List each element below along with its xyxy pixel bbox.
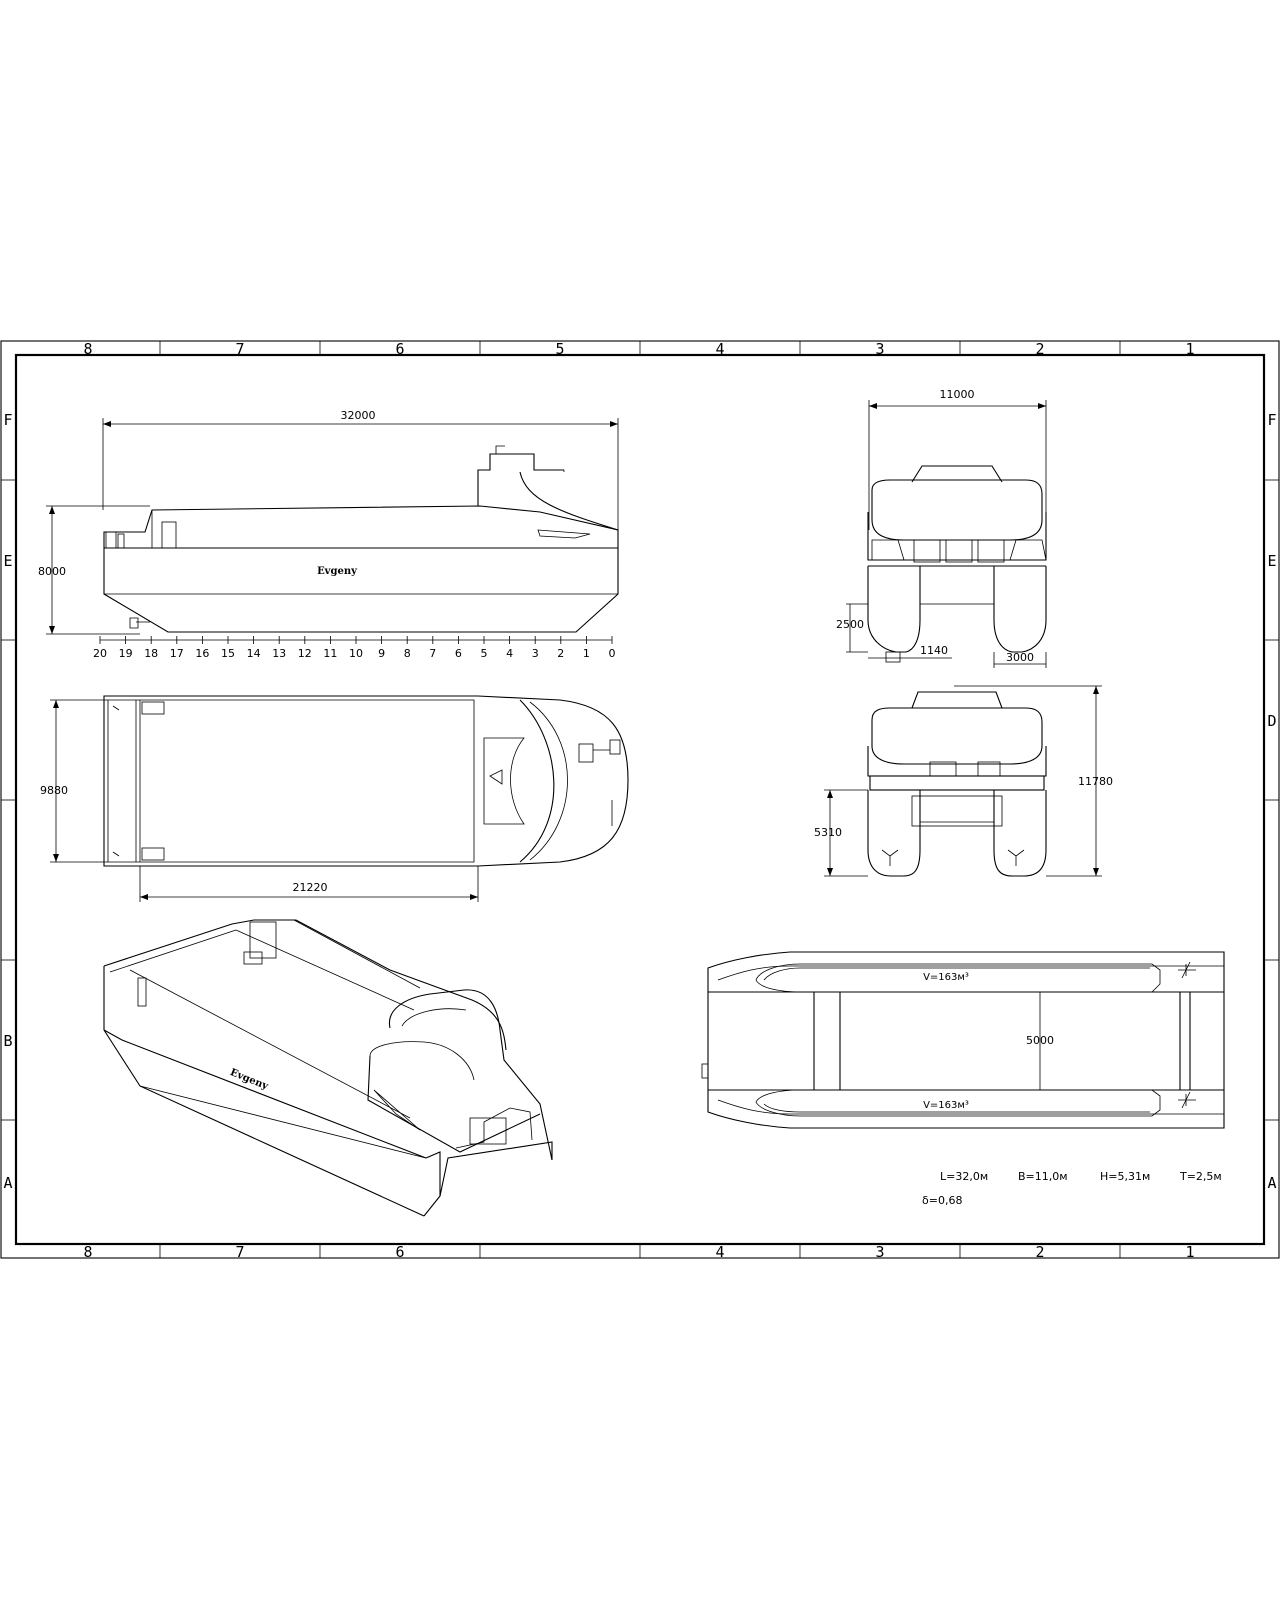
frame-number: 11	[323, 647, 337, 660]
zone-ticks	[1, 341, 1279, 1258]
zone-col-top: 8	[83, 340, 92, 358]
frame-number: 15	[221, 647, 235, 660]
zone-col-bottom: 8	[83, 1243, 92, 1261]
zone-col-top: 5	[555, 340, 564, 358]
zone-col-top: 4	[715, 340, 724, 358]
zone-col-top: 1	[1185, 340, 1194, 358]
frame-number: 20	[93, 647, 107, 660]
zone-row-left: F	[3, 411, 12, 429]
aft-view: 11780 5310	[814, 685, 1113, 877]
frame-number: 13	[272, 647, 286, 660]
zone-col-top: 2	[1035, 340, 1044, 358]
frame-number: 10	[349, 647, 363, 660]
frame-number: 7	[429, 647, 436, 660]
aft-total-height-dim: 11780	[1078, 775, 1113, 788]
frame-number: 18	[144, 647, 158, 660]
zone-row-left: A	[3, 1174, 12, 1192]
frame-number: 19	[119, 647, 133, 660]
spec-length: L=32,0м	[940, 1170, 988, 1183]
volume-bottom-label: V=163м³	[923, 1100, 969, 1111]
frame-number: 8	[404, 647, 411, 660]
front-view: 11000 2500 1140 3000	[836, 388, 1047, 668]
outer-frame	[0, 340, 1280, 1259]
zone-col-top: 7	[235, 340, 244, 358]
volume-top-label: V=163м³	[923, 972, 969, 983]
spec-draft: T=2,5м	[1179, 1170, 1222, 1183]
inner-frame	[14, 353, 1266, 1246]
frame-number: 9	[378, 647, 385, 660]
spec-beam: B=11,0м	[1018, 1170, 1068, 1183]
zone-col-top: 6	[395, 340, 404, 358]
zone-row-right: D	[1267, 712, 1276, 730]
frame-number: 12	[298, 647, 312, 660]
zone-col-bottom: 3	[875, 1243, 884, 1261]
zone-row-left: E	[3, 552, 12, 570]
front-hull-width-dim: 3000	[1006, 651, 1034, 664]
zone-col-bottom: 1	[1185, 1243, 1194, 1261]
spec-depth: H=5,31м	[1100, 1170, 1150, 1183]
frame-number: 17	[170, 647, 184, 660]
frame-number: 6	[455, 647, 462, 660]
side-vessel-name: Evgeny	[317, 566, 358, 577]
side-length-dim: 32000	[341, 409, 376, 422]
frame-number: 14	[247, 647, 261, 660]
zone-row-right: E	[1267, 552, 1276, 570]
bottom-view: V=163м³ V=163м³ 5000	[701, 951, 1225, 1129]
zone-row-left: B	[3, 1032, 12, 1050]
spec-block-coef: δ=0,68	[922, 1194, 962, 1207]
zone-row-right: F	[1267, 411, 1276, 429]
plan-beam-dim: 9880	[40, 784, 68, 797]
frame-number: 16	[195, 647, 209, 660]
frame-number: 5	[481, 647, 488, 660]
frame-number: 0	[609, 647, 616, 660]
side-view: 32000 8000 Evgeny	[38, 409, 619, 641]
frame-number: 1	[583, 647, 590, 660]
front-beam-dim: 11000	[940, 388, 975, 401]
side-height-dim: 8000	[38, 565, 66, 578]
frame-number: 3	[532, 647, 539, 660]
front-gap-dim: 1140	[920, 644, 948, 657]
plan-deck-length-dim: 21220	[293, 881, 328, 894]
spec-block: L=32,0м B=11,0м H=5,31м T=2,5м δ=0,68	[922, 1170, 1222, 1207]
frame-number: 4	[506, 647, 513, 660]
iso-view: Evgeny	[103, 919, 553, 1217]
zone-col-bottom: 2	[1035, 1243, 1044, 1261]
zone-col-bottom: 6	[395, 1243, 404, 1261]
plan-view: 9880 21220	[40, 695, 629, 902]
zone-col-bottom: 4	[715, 1243, 724, 1261]
zone-row-right: A	[1267, 1174, 1276, 1192]
zone-col-bottom: 7	[235, 1243, 244, 1261]
aft-hull-height-dim: 5310	[814, 826, 842, 839]
bottom-spacing-dim: 5000	[1026, 1034, 1054, 1047]
iso-vessel-name: Evgeny	[228, 1067, 270, 1093]
zone-col-top: 3	[875, 340, 884, 358]
frame-number: 2	[557, 647, 564, 660]
front-hull-height-dim: 2500	[836, 618, 864, 631]
